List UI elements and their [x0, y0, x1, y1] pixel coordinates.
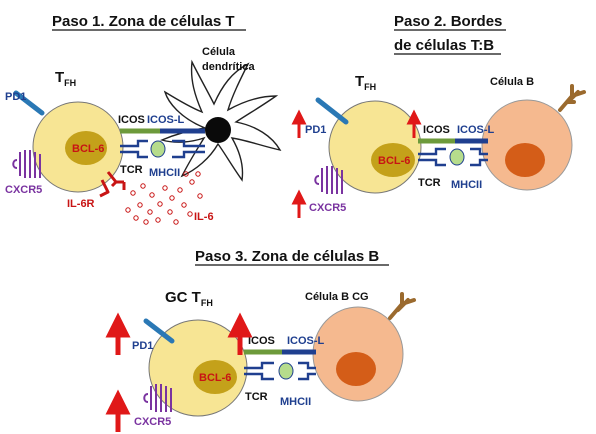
icos-l-label: ICOS-L — [287, 335, 325, 347]
tcr-mhcii-complex — [244, 361, 316, 381]
icos-l-label: ICOS-L — [457, 124, 495, 136]
tfh-label: TFH — [55, 69, 76, 88]
b-cell-label: Célula B — [490, 76, 534, 88]
cxcr5-receptor — [143, 384, 172, 412]
icos-label: ICOS — [423, 124, 450, 136]
pd1-label: PD1 — [305, 124, 326, 136]
step-3-panel: Paso 3. Zona de células B Célula B CG BC… — [105, 248, 416, 432]
mhcii-label: MHCII — [280, 396, 311, 408]
step-2-panel: Paso 2. Bordes de células T:B Célula B B… — [291, 13, 586, 218]
dendritic-cell-label-line2: dendrítica — [202, 61, 255, 73]
step-1-title: Paso 1. Zona de células T — [52, 13, 235, 30]
mhcii-label: MHCII — [451, 179, 482, 191]
cxcr5-label: CXCR5 — [309, 202, 346, 214]
bcl6-label: BCL-6 — [378, 155, 410, 167]
bcl6-nucleus — [371, 143, 415, 177]
pd1-receptor — [13, 90, 45, 116]
gc-tfh-label: GC TFH — [165, 289, 213, 308]
icos-l-label: ICOS-L — [147, 114, 185, 126]
icos-label: ICOS — [248, 335, 275, 347]
tcr-label: TCR — [120, 164, 143, 176]
cxcr5-label: CXCR5 — [5, 184, 42, 196]
bcl6-nucleus — [65, 131, 107, 165]
cxcr5-label: CXCR5 — [134, 416, 171, 428]
tcr-mhcii-complex — [120, 139, 205, 159]
step-1-panel: Paso 1. Zona de células T Célula dendrít… — [5, 13, 282, 225]
mhcii-peptide — [150, 140, 166, 158]
pd1-receptor — [315, 97, 349, 125]
b-cell-nucleus — [505, 143, 545, 177]
mhcii-peptide — [449, 148, 465, 166]
tcr-label: TCR — [245, 391, 268, 403]
pd1-label: PD1 — [132, 340, 153, 352]
b-cell-label: Célula B CG — [305, 291, 369, 303]
step-2-title-line2: de células T:B — [394, 37, 494, 54]
dendritic-nucleus — [205, 117, 231, 143]
b-cell-nucleus — [336, 352, 376, 386]
il6r-label: IL-6R — [67, 198, 95, 210]
mhcii-peptide — [278, 362, 294, 380]
antibody-receptor — [558, 84, 586, 112]
cxcr5-receptor — [314, 166, 343, 194]
icos-label: ICOS — [118, 114, 145, 126]
il6r-receptor — [99, 171, 126, 198]
cxcr5-receptor — [12, 150, 41, 178]
bcl6-label: BCL-6 — [199, 372, 231, 384]
dendritic-cell-label-line1: Célula — [202, 46, 236, 58]
pd1-receptor — [143, 318, 175, 344]
mhcii-label: MHCII — [149, 167, 180, 179]
tcr-mhcii-complex — [418, 147, 488, 167]
bcl6-nucleus — [193, 360, 237, 394]
tcr-label: TCR — [418, 177, 441, 189]
pd1-label: PD1 — [5, 91, 26, 103]
bcl6-label: BCL-6 — [72, 143, 104, 155]
step-3-title: Paso 3. Zona de células B — [195, 248, 379, 265]
il6-cytokines — [125, 171, 203, 225]
antibody-receptor — [388, 292, 416, 320]
tfh-label: TFH — [355, 73, 376, 92]
il6-label: IL-6 — [194, 211, 214, 223]
step-2-title-line1: Paso 2. Bordes — [394, 13, 502, 30]
